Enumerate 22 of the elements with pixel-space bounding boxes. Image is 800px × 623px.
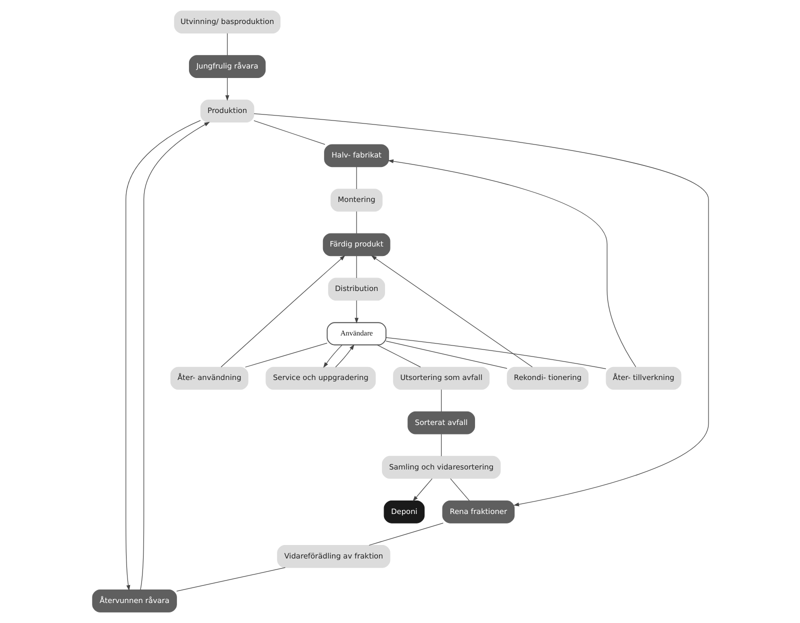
arrow: [412, 478, 432, 502]
connector: [368, 522, 444, 546]
arrow: [125, 120, 200, 591]
connector: [253, 120, 325, 145]
arrow: [354, 300, 358, 324]
arrow: [224, 78, 229, 101]
arrow: [370, 255, 532, 368]
connector: [244, 342, 327, 368]
connector: [385, 337, 606, 370]
connector: [440, 434, 442, 456]
arrow: [334, 344, 354, 368]
connector: [440, 389, 442, 412]
connector: [176, 567, 286, 592]
arrow: [253, 113, 708, 506]
connector: [226, 33, 228, 56]
arrow: [140, 122, 210, 590]
arrow: [387, 159, 636, 368]
connector: [450, 478, 470, 502]
connector: [376, 344, 420, 368]
arrow: [322, 344, 342, 368]
connector: [385, 340, 507, 369]
arrow: [220, 255, 345, 368]
